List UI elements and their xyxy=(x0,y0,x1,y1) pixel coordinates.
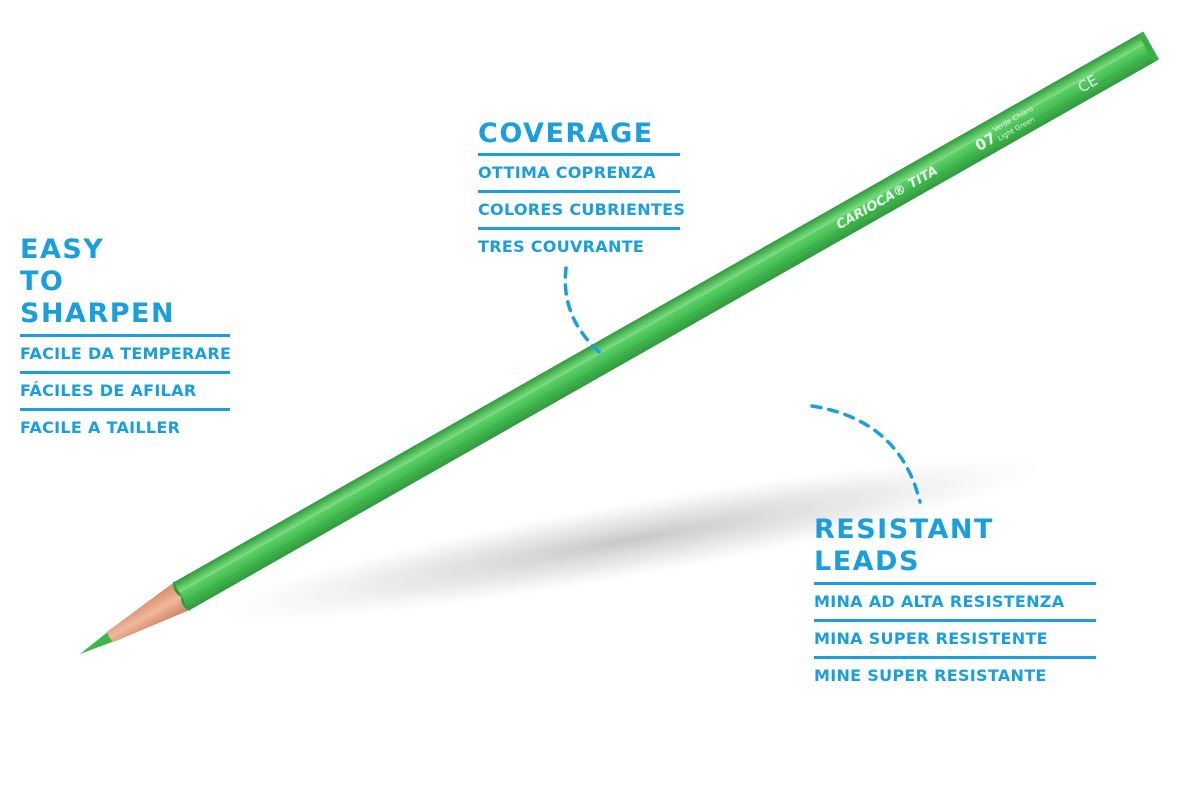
translation-it: MINA AD ALTA RESISTENZA xyxy=(814,582,1096,619)
feature-translations: MINA AD ALTA RESISTENZA MINA SUPER RESIS… xyxy=(814,582,1096,693)
translation-it: FACILE DA TEMPERARE xyxy=(20,334,231,371)
feature-translations: FACILE DA TEMPERARE FÁCILES DE AFILAR FA… xyxy=(20,334,231,445)
feature-resistant-leads: RESISTANT LEADS MINA AD ALTA RESISTENZA … xyxy=(814,514,1096,693)
translation-it: OTTIMA COPRENZA xyxy=(478,153,680,190)
feature-translations: OTTIMA COPRENZA COLORES CUBRIENTES TRES … xyxy=(478,153,685,264)
feature-title: COVERAGE xyxy=(478,118,654,149)
pencil-lead xyxy=(80,630,117,654)
translation-fr: FACILE A TAILLER xyxy=(20,408,230,445)
translation-es: MINA SUPER RESISTENTE xyxy=(814,619,1096,656)
translation-es: FÁCILES DE AFILAR xyxy=(20,371,230,408)
coverage-connector xyxy=(563,266,606,358)
feature-title: EASY TO SHARPEN xyxy=(20,234,230,330)
pencil-wood-tip xyxy=(106,581,191,643)
feature-coverage: COVERAGE OTTIMA COPRENZA COLORES CUBRIEN… xyxy=(478,118,685,264)
feature-title-line: EASY xyxy=(20,234,105,265)
feature-title-line: TO SHARPEN xyxy=(20,266,176,329)
leads-connector xyxy=(810,404,922,504)
translation-es: COLORES CUBRIENTES xyxy=(478,190,685,227)
feature-title: RESISTANT LEADS xyxy=(814,514,994,577)
feature-easy-to-sharpen: EASY TO SHARPEN FACILE DA TEMPERARE FÁCI… xyxy=(20,234,231,445)
pencil-shadow xyxy=(216,458,1044,622)
translation-fr: MINE SUPER RESISTANTE xyxy=(814,656,1096,693)
translation-fr: TRES COUVRANTE xyxy=(478,227,680,264)
pencil-illustration: CARIOCA® TITA 07 Verde Chiaro Light Gree… xyxy=(80,31,1160,654)
